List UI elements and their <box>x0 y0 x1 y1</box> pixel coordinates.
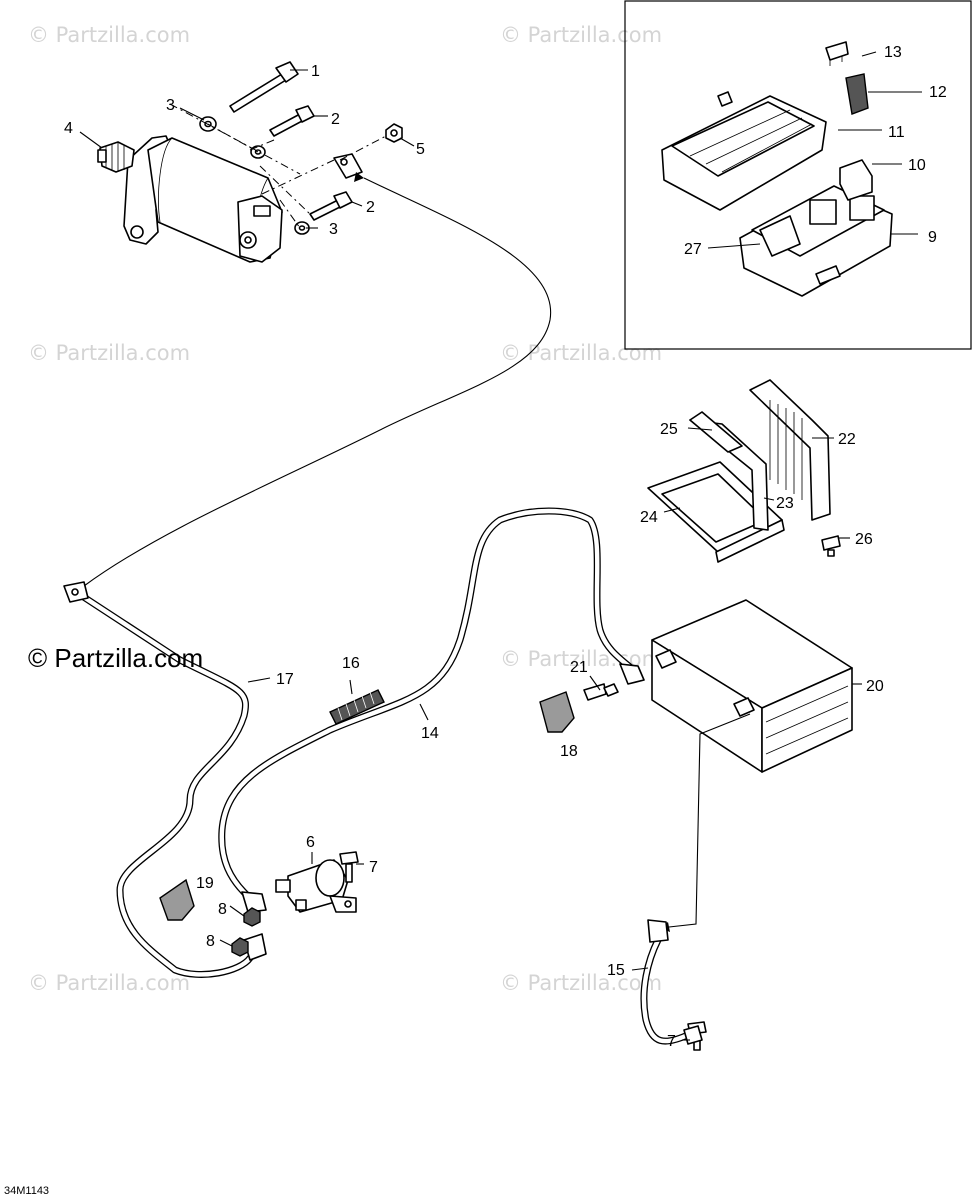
watermark-4: © Partzilla.com <box>500 341 662 365</box>
battery-20[interactable] <box>651 599 853 773</box>
starter-cable-route <box>83 177 552 587</box>
bolt-short-2-upper[interactable] <box>269 105 315 137</box>
callout-15: 15 <box>607 962 625 979</box>
callout-26: 26 <box>855 531 873 548</box>
callout-27: 27 <box>684 241 702 258</box>
partzilla-watermark-main: © Partzilla.com <box>28 643 203 673</box>
starter-motor[interactable] <box>97 135 283 263</box>
sleeve-16[interactable] <box>329 689 385 725</box>
bolt-short-2-lower[interactable] <box>309 191 353 221</box>
callout-7-ground: 7 <box>667 1033 676 1050</box>
battery-cable-14[interactable] <box>218 507 645 913</box>
route-arrow <box>354 172 364 182</box>
callout-3-upper: 3 <box>166 97 175 114</box>
fuse-box-inset-frame <box>624 0 972 350</box>
screw-7-solenoid[interactable] <box>339 851 359 883</box>
callout-4: 4 <box>64 120 73 137</box>
fuse-box-cover-11[interactable] <box>661 91 827 211</box>
callout-12: 12 <box>929 84 947 101</box>
callout-1: 1 <box>311 63 320 80</box>
terminal-cover-19[interactable] <box>159 878 195 921</box>
assembly-lines <box>169 103 387 229</box>
callout-6: 6 <box>306 834 315 851</box>
nut-5[interactable] <box>385 123 403 143</box>
callout-21: 21 <box>570 659 588 676</box>
callout-17: 17 <box>276 671 294 688</box>
washer-3-lower[interactable] <box>294 221 310 235</box>
callout-18: 18 <box>560 743 578 760</box>
ground-cable-15[interactable] <box>640 713 751 1045</box>
callout-8-upper: 8 <box>218 901 227 918</box>
callout-11: 11 <box>888 124 905 141</box>
watermark-7: © Partzilla.com <box>500 971 662 995</box>
screw-26[interactable] <box>821 535 841 557</box>
callout-13: 13 <box>884 44 902 61</box>
battery-clip-25[interactable] <box>689 411 743 453</box>
nut-8-lower[interactable] <box>231 937 249 957</box>
leader-lines <box>79 51 922 1041</box>
callout-2-upper: 2 <box>331 111 340 128</box>
starter-solenoid-6[interactable] <box>275 859 357 913</box>
callout-2-lower: 2 <box>366 199 375 216</box>
callout-14: 14 <box>421 725 439 742</box>
watermark-6: © Partzilla.com <box>28 971 190 995</box>
watermarks: © Partzilla.com © Partzilla.com © Partzi… <box>28 23 662 995</box>
watermark-1: © Partzilla.com <box>28 23 190 47</box>
nut-8-upper[interactable] <box>243 907 261 927</box>
watermark-3: © Partzilla.com <box>28 341 190 365</box>
callout-10: 10 <box>908 157 926 174</box>
fuse-12[interactable] <box>845 73 869 115</box>
callout-19: 19 <box>196 875 214 892</box>
battery-cable-17[interactable] <box>63 581 267 978</box>
callout-20: 20 <box>866 678 884 695</box>
callout-3-lower: 3 <box>329 221 338 238</box>
callout-8-lower: 8 <box>206 933 215 950</box>
fuse-box-base-9[interactable] <box>739 185 893 297</box>
fuse-13[interactable] <box>825 41 849 66</box>
callout-24: 24 <box>640 509 658 526</box>
terminal-cover-18[interactable] <box>539 691 575 733</box>
callout-7-solenoid: 7 <box>369 859 378 876</box>
callout-5: 5 <box>416 141 425 158</box>
battery-tray-24[interactable] <box>647 461 785 563</box>
callout-labels: 1 2 2 3 3 4 5 6 7 7 8 8 9 10 11 12 13 14… <box>64 44 947 1050</box>
diagram-code: 34M1143 <box>4 1185 49 1197</box>
callout-25: 25 <box>660 421 678 438</box>
battery-holder-22[interactable] <box>749 379 831 521</box>
watermark-2: © Partzilla.com <box>500 23 662 47</box>
bolt-long-1[interactable] <box>229 61 299 113</box>
relay-10[interactable] <box>839 159 873 201</box>
screw-21[interactable] <box>583 683 619 701</box>
callout-9: 9 <box>928 229 937 246</box>
callout-16: 16 <box>342 655 360 672</box>
callout-23: 23 <box>776 495 794 512</box>
callout-22: 22 <box>838 431 856 448</box>
